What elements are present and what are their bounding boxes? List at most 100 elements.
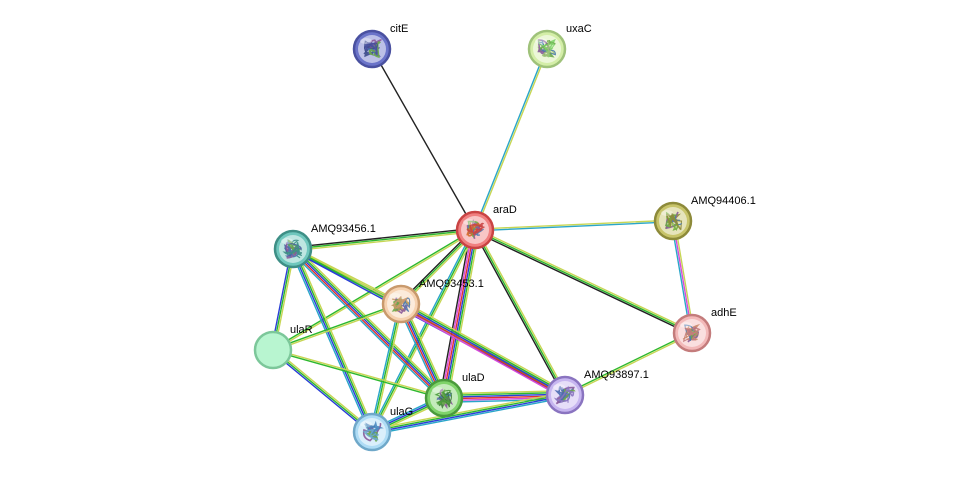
edge-AMQ93456.1-ulaD[interactable] [289,245,448,402]
edge-line-textmining [372,230,478,434]
edge-line-neighborhood [474,229,566,396]
node-citE[interactable]: citE [352,23,408,69]
node-AMQ93456.1[interactable]: AMQ93456.1 [273,223,376,269]
edge-araD-AMQ93456.1[interactable] [292,227,476,252]
protein-structure-icon [466,219,486,240]
node-shine [360,421,372,427]
edge-line-neighborhood [445,229,479,400]
edge-line-neighborhood [371,393,566,432]
edge-ulaR-ulaD[interactable] [272,348,445,400]
node-shine [360,38,372,44]
edge-line-experiment [398,306,565,399]
edge-line-neighborhood [474,229,693,334]
protein-structure-icon [553,385,576,405]
edge-uxaC-araD[interactable] [473,47,549,232]
edge-line-textmining [292,230,476,252]
edge-line-neighborhood [371,229,476,433]
edge-line-textmining [475,228,568,395]
edge-araD-ulaD[interactable] [439,228,480,400]
node-label: AMQ93456.1 [311,223,376,235]
node-label: citE [390,23,408,35]
protein-structure-icon [362,420,384,443]
edge-line-neighborhood [272,349,373,433]
node-label: AMQ94406.1 [691,195,756,207]
edge-araD-AMQ94406.1[interactable] [474,219,674,232]
node-shine [432,387,444,393]
edge-line-neighborhood [272,302,402,350]
node-ulaD[interactable]: ulaD [424,372,485,418]
edge-line-neighborhood [371,303,402,433]
edge-line-textmining [294,247,376,432]
nodes-layer: citE uxaC araD AMQ94406.1AMQ93456.1AMQ93453… [253,23,756,452]
edge-line-database [369,228,475,432]
edge-line-textmining [564,333,694,397]
edge-line-database [371,396,567,436]
edge-line-cooccurrence [444,229,477,399]
edge-line-cooccurrence [400,303,566,396]
edge-line-textmining [294,245,448,397]
node-ulaG[interactable]: ulaG [352,406,413,452]
edge-ulaR-ulaG[interactable] [271,347,374,435]
node-uxaC[interactable]: uxaC [527,23,592,69]
edge-line-neighborhood [563,331,693,395]
edge-citE-araD[interactable] [371,48,476,231]
node-label: adhE [711,307,737,319]
edge-adhE-AMQ93897.1[interactable] [563,331,694,397]
edge-line-textmining [443,390,566,395]
edge-line-database [474,221,674,232]
edge-line-database [369,302,401,433]
edge-line-textmining [372,303,404,434]
node-label: araD [493,204,517,216]
edge-line-cooccurrence [271,350,372,435]
node-circle [253,330,293,370]
node-label: ulaR [290,324,313,336]
node-ulaR[interactable]: ulaR [253,324,313,370]
node-shine [463,219,475,225]
edge-AMQ93453.1-ulaG[interactable] [369,302,404,434]
protein-structure-icon [682,323,701,343]
edge-line-fusion [399,304,565,398]
edge-line-textmining [272,348,445,398]
edge-line-neighborhood [272,350,445,400]
edge-line-database [289,249,371,434]
edge-line-textmining [272,304,402,352]
edge-line-cooccurrence [443,393,566,398]
node-label: AMQ93897.1 [584,369,649,381]
node-AMQ93897.1[interactable]: AMQ93897.1 [545,369,649,415]
edge-line-cooccurrence [291,248,372,434]
edge-line-database [289,250,443,402]
node-shine [680,322,692,328]
protein-structure-icon [363,39,383,59]
edge-line-coexpression [439,228,472,398]
edge-araD-ulaG[interactable] [369,228,478,434]
edge-line-coexpression [473,230,692,336]
edge-line-textmining [447,230,480,400]
node-araD[interactable]: araD [455,204,517,250]
edge-AMQ93453.1-AMQ93897.1[interactable] [398,300,568,399]
node-AMQ93453.1[interactable]: AMQ93453.1 [381,278,484,324]
edge-line-textmining [370,391,566,431]
edge-line-textmining [273,347,374,432]
edge-araD-AMQ93897.1[interactable] [472,228,568,397]
edge-AMQ93456.1-ulaG[interactable] [289,247,376,434]
protein-structure-icon [537,38,556,58]
edge-line-coexpression [472,230,565,397]
edge-AMQ93453.1-ulaR[interactable] [272,302,402,352]
edge-line-neighborhood [292,229,476,250]
edge-line-coexpression [292,227,476,249]
protein-structure-icon [664,211,683,231]
edge-line-fusion [291,249,444,400]
edge-line-neighborhood [293,247,374,433]
edge-line-textmining [474,219,674,230]
node-adhE[interactable]: adhE [672,307,737,353]
edge-line-textmining [401,300,568,393]
edge-araD-adhE[interactable] [473,227,694,336]
node-shine [535,38,547,44]
node-AMQ94406.1[interactable]: AMQ94406.1 [653,195,756,241]
edge-ulaG-AMQ93897.1[interactable] [370,391,567,436]
node-label: AMQ93453.1 [419,278,484,290]
protein-structure-icon [282,238,303,259]
edge-line-cooccurrence [292,248,445,399]
node-shine [553,384,565,390]
